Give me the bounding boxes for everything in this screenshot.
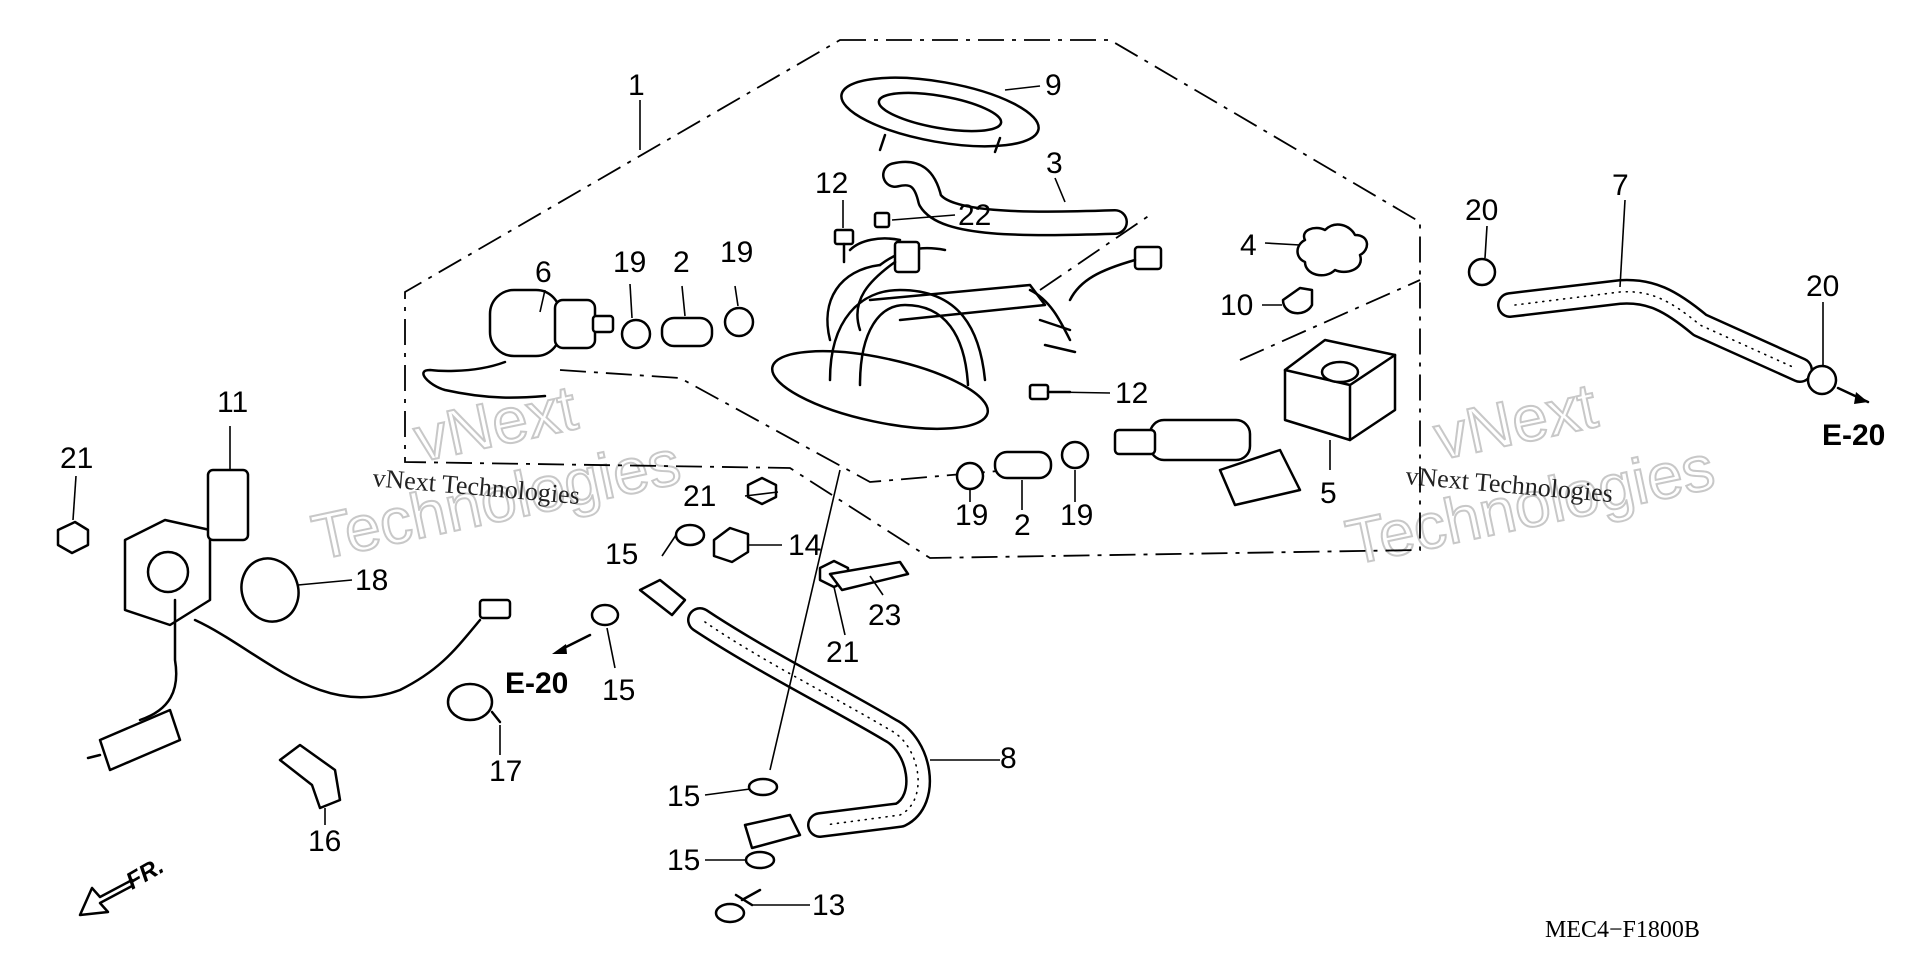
hose-clip [446,682,502,724]
clip-small [873,211,891,229]
callout-11: 11 [217,386,248,419]
reference-e20-left: E-20 [505,667,568,700]
arrow-right-head [1854,392,1868,404]
callout-3: 3 [1046,147,1063,180]
assembly-inner-outline [559,214,1421,483]
callout-19-a: 19 [613,246,646,279]
callout-21-b: 21 [683,480,716,513]
callout-18: 18 [355,564,388,597]
callout-6: 6 [535,256,552,289]
strainer-clip [1281,286,1314,315]
callout-21-a: 21 [60,442,93,475]
callout-8: 8 [1000,742,1017,775]
callout-1: 1 [628,69,645,102]
joint-nut [712,526,750,564]
strainer [1296,223,1369,277]
callout-14: 14 [788,529,821,562]
callout-15-c: 15 [667,780,700,813]
callout-20-b: 20 [1806,270,1839,303]
callout-21-c: 21 [826,636,859,669]
callout-4: 4 [1240,229,1257,262]
callout-19-c: 19 [955,499,988,532]
callout-20-a: 20 [1465,194,1498,227]
o-ring [240,557,300,623]
pump-holder [1283,338,1397,442]
callout-5: 5 [1320,477,1337,510]
clamp-plate [828,560,910,592]
hose-banjo-lower [743,813,802,850]
callout-15-b: 15 [602,674,635,707]
fuel-pump [1113,418,1302,507]
banjo-bolt [714,888,762,924]
wiring-connector-upper [856,240,1163,332]
callout-22: 22 [958,199,991,232]
hose-clamp-end [1806,364,1838,396]
callout-12-upper: 12 [815,167,848,200]
callout-19-d: 19 [1060,499,1093,532]
callout-labels: 1 9 3 12 22 4 10 5 6 19 2 19 12 19 2 19 … [60,69,1839,922]
callout-12-lower: 12 [1115,377,1148,410]
hose-clamp-right [1467,257,1497,287]
hose-banjo-upper [638,578,687,617]
wire-clamp [278,743,342,810]
callout-16: 16 [308,825,341,858]
callout-2-b: 2 [1014,509,1031,542]
callout-2-a: 2 [673,246,690,279]
callout-23: 23 [868,599,901,632]
callout-10: 10 [1220,289,1253,322]
callout-7: 7 [1612,169,1629,202]
leader-lines [72,85,1824,906]
callout-19-b: 19 [720,236,753,269]
fuel-hose-short [660,316,1053,480]
washer [590,523,779,870]
set-ring [840,76,1040,154]
fuel-level-sensor [86,468,512,772]
hose-clamp [620,306,1090,491]
callout-17: 17 [489,755,522,788]
callout-13: 13 [812,889,845,922]
front-direction-arrow: FR. [78,852,168,917]
screw-upper [833,228,855,264]
watermark-right: vNext Technologies vNext Technologies [1339,368,1721,579]
callout-15-d: 15 [667,844,700,877]
callout-15-a: 15 [605,538,638,571]
assembly-outline [404,39,1421,559]
screw-lower [1028,383,1072,401]
diagram-code: MEC4−F1800B [1545,917,1700,943]
reference-e20-right: E-20 [1822,419,1885,452]
arrow-left-head [552,644,567,654]
callout-9: 9 [1045,69,1062,102]
fuel-pump-base [770,237,1077,431]
fuel-filter [422,288,615,399]
